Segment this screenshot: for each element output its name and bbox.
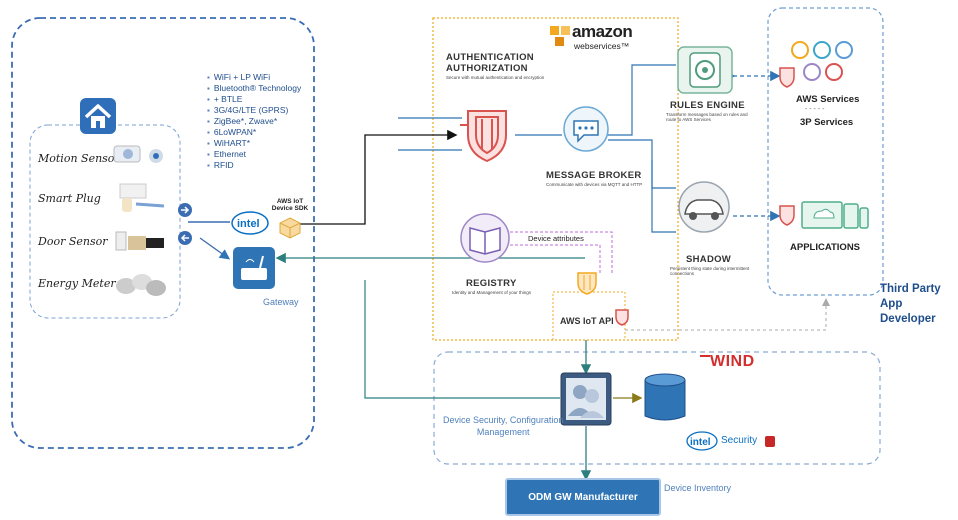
aws-logo-word: amazon [572,22,633,41]
third-party-container [767,7,884,296]
aws-logo: amazon webservices™ [548,22,638,58]
shield-icon [458,105,516,165]
registry-book-icon [460,212,510,264]
sdk-label-line1: AWS IoT [276,198,304,205]
device-security-line1: Device Security, Configuration [443,415,564,425]
device-label-energy-meter: Energy Meter [38,277,116,290]
users-icon [560,372,612,426]
third-party-developer-label: Third Party App Developer [880,282,941,327]
connectivity-item: Ethernet [207,149,312,160]
services-shield-icon [778,66,796,88]
edge-container [11,17,315,449]
3p-services-label: 3P Services [800,117,854,128]
auth-title-line2: AUTHORIZATION [446,63,528,74]
aws-cube-icon [278,216,302,240]
api-shield-icon [574,270,600,296]
aws-services-label: AWS Services [796,94,860,105]
device-security-label: Device Security, Configuration Managemen… [443,414,563,438]
rules-engine-icon [676,45,734,95]
shadow-desc-line2: connections [670,271,695,276]
outbound-arrow-icon [177,230,193,246]
database-icon [643,372,687,424]
wind-logo: WIND [700,353,755,371]
intel-security-word: Security [721,435,758,446]
management-container [433,351,881,465]
api-label: AWS IoT API [560,316,614,326]
smart-plug-image [112,182,168,214]
device-inventory-label: Device Inventory [664,483,732,493]
home-icon [78,96,118,136]
shadow-car-icon [673,180,735,234]
shadow-desc: Persistent thing state during intermitte… [670,266,749,276]
gateway-label: Gateway [263,297,299,307]
device-security-line2: Management [476,427,530,437]
connectivity-item: RFID [207,160,312,171]
registry-desc: Identity and Management of your things [452,290,532,295]
shadow-title: SHADOW [686,254,732,265]
mcafee-shield-icon [765,436,775,447]
connectivity-item: 6LoWPAN* [207,127,312,138]
door-sensor-image [112,228,168,256]
connectivity-item: WiFi + LP WiFi [207,72,312,83]
aws-services-icons [790,40,862,84]
odm-gw-manufacturer-label: ODM GW Manufacturer [528,491,638,503]
intel-security-logo-text: intel [690,437,711,448]
auth-title: AUTHENTICATION AUTHORIZATION [446,52,534,74]
intel-security-logo: intel Security [685,430,785,454]
connectivity-list: WiFi + LP WiFi Bluetooth® Technology + B… [207,72,312,171]
connectivity-item: + BTLE [207,94,312,105]
intel-logo: intel [230,210,270,236]
energy-meter-image [112,270,170,300]
broker-desc: Communicate with devices via MQTT and HT… [546,182,643,187]
connectivity-item-cont: + BTLE [213,94,243,104]
rules-desc-line1: Transform messages based on rules and [666,112,748,117]
rules-desc-line2: route to AWS Services [666,117,711,122]
device-label-door-sensor: Door Sensor [38,235,108,248]
rules-desc: Transform messages based on rules and ro… [666,112,748,122]
odm-gw-manufacturer-box[interactable]: ODM GW Manufacturer [505,478,661,516]
motion-sensor-image [112,140,168,168]
device-attributes-label: Device attributes [526,234,586,243]
shadow-desc-line1: Persistent thing state during intermitte… [670,266,750,271]
broker-title: MESSAGE BROKER [546,170,642,181]
registry-title: REGISTRY [466,278,517,289]
applications-icon [800,198,870,234]
developer-line1: Third Party [880,283,941,295]
connectivity-item: WiHART* [207,138,312,149]
applications-label: APPLICATIONS [790,242,861,253]
api-badge-icon [614,308,630,326]
wind-logo-bar [700,355,710,357]
connectivity-item: 3G/4G/LTE (GPRS) [207,105,312,116]
auth-desc: Secure with mutual authentication and en… [446,75,545,80]
services-separator: - - - - - [805,106,825,113]
intel-logo-text: intel [237,218,260,230]
developer-line3: Developer [880,313,936,325]
device-label-smart-plug: Smart Plug [38,192,101,205]
sdk-label: AWS IoT Device SDK [270,198,310,212]
device-label-motion-sensor: Motion Sensor [38,152,120,165]
aws-logo-sub: webservices™ [574,41,630,51]
wifi-router-icon [232,246,276,290]
message-broker-icon [562,105,610,157]
connectivity-item: Bluetooth® Technology [207,83,312,94]
auth-title-line1: AUTHENTICATION [446,52,534,63]
rules-title: RULES ENGINE [670,100,745,111]
developer-line2: App [880,298,903,310]
sdk-label-line2: Device SDK [271,205,309,212]
applications-shield-icon [778,204,796,226]
wind-logo-text: WIND [710,353,755,370]
inbound-arrow-icon [177,202,193,218]
connectivity-item: ZigBee*, Zwave* [207,116,312,127]
